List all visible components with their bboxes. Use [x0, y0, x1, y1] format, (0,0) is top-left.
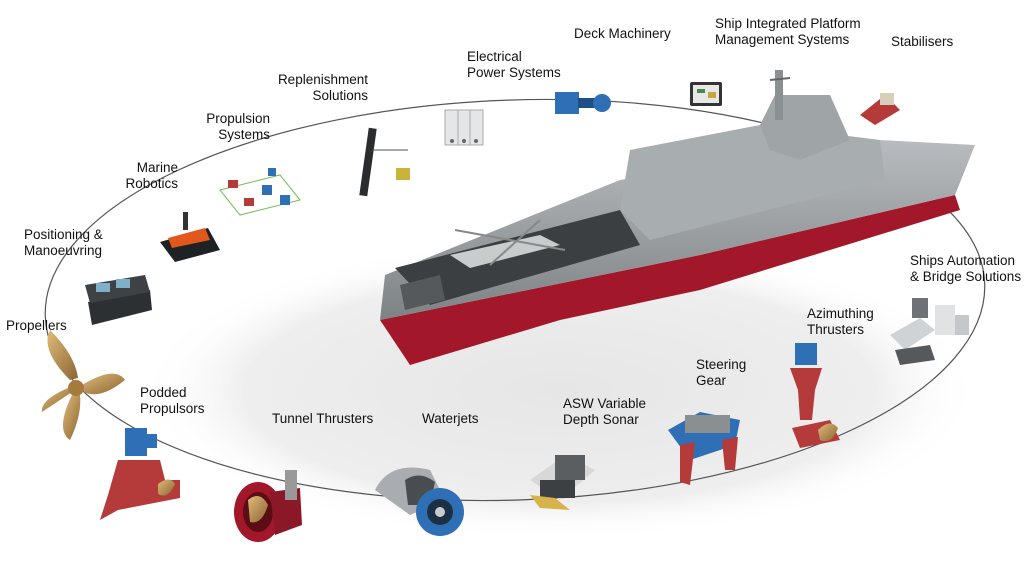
label-propellers: Propellers — [6, 318, 67, 333]
tunnel-thruster-illustration — [234, 470, 302, 542]
label-asw-sonar: ASW Variable Depth Sonar — [563, 396, 647, 427]
positioning-console-illustration — [85, 275, 152, 325]
asw-sonar-illustration — [530, 455, 595, 510]
ship-illustration — [380, 70, 975, 365]
ship-mast — [775, 70, 783, 120]
ship-superstructure — [620, 125, 885, 240]
waterjet-illustration — [375, 467, 464, 536]
floor-shadow — [140, 240, 980, 540]
platform-management-tablet — [690, 82, 722, 106]
label-azimuthing-thrusters: Azimuthing Thrusters — [807, 306, 874, 337]
ship-flight-deck — [395, 210, 640, 305]
orbit-ring — [44, 98, 986, 502]
stabiliser-illustration — [860, 93, 900, 125]
label-steering-gear: Steering Gear — [696, 357, 747, 388]
podded-propulsor-illustration — [100, 428, 180, 520]
label-electrical-power: Electrical Power Systems — [467, 49, 561, 80]
ship-hull-red — [380, 195, 960, 365]
label-podded-propulsors: Podded Propulsors — [140, 385, 205, 416]
label-positioning-manoeuvring: Positioning & Manoeuvring — [24, 227, 103, 258]
propeller-illustration — [41, 330, 125, 440]
label-replenishment: Replenishment Solutions — [277, 72, 368, 103]
electrical-cabinet-illustration — [444, 109, 484, 146]
marine-robot-illustration — [160, 212, 220, 262]
replenishment-illustration — [359, 127, 410, 197]
steering-gear-illustration — [668, 412, 740, 485]
deck-machinery-illustration — [555, 92, 611, 114]
label-stabilisers: Stabilisers — [891, 34, 954, 49]
label-marine-robotics: Marine Robotics — [125, 160, 178, 191]
azimuthing-thruster-illustration — [790, 343, 840, 448]
propulsion-systems-illustration — [219, 168, 301, 216]
label-tunnel-thrusters: Tunnel Thrusters — [272, 411, 374, 426]
label-deck-machinery: Deck Machinery — [574, 26, 671, 41]
label-propulsion-systems: Propulsion Systems — [206, 111, 270, 142]
label-ship-integrated-platform: Ship Integrated Platform Management Syst… — [715, 16, 861, 47]
bridge-console-illustration — [890, 298, 969, 365]
label-ships-automation: Ships Automation & Bridge Solutions — [910, 253, 1022, 284]
label-waterjets: Waterjets — [422, 411, 479, 426]
